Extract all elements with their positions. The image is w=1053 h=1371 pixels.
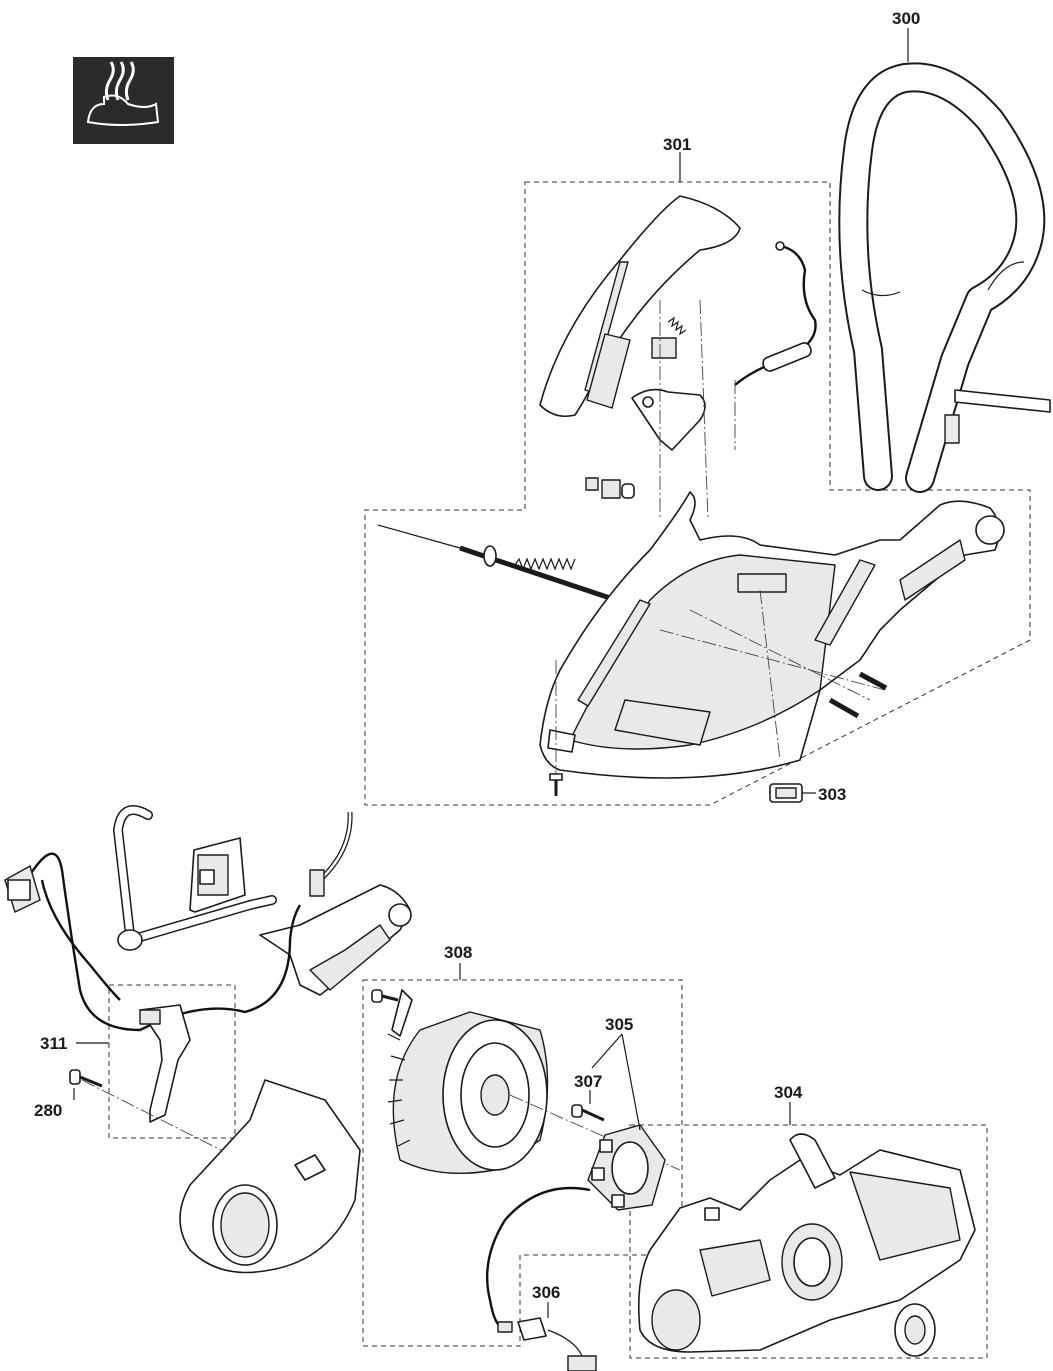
adjuster-screw xyxy=(585,477,635,499)
group-311-boundary xyxy=(108,984,236,1139)
callout-311: 311 xyxy=(40,1034,67,1053)
front-handle-bar xyxy=(838,62,1051,493)
heater-wire xyxy=(734,241,817,386)
stop-switch-lever xyxy=(139,1004,191,1123)
screw-307 xyxy=(571,1104,605,1122)
callout-280: 280 xyxy=(34,1101,62,1120)
throttle-rod xyxy=(377,524,611,601)
callout-300: 300 xyxy=(892,9,920,28)
crankcase xyxy=(637,1133,976,1353)
throttle-spring xyxy=(651,316,687,359)
callout-306: 306 xyxy=(532,1283,560,1302)
ignition-module xyxy=(587,1124,666,1211)
callout-307: 307 xyxy=(574,1072,602,1091)
crankcase-partial xyxy=(179,1079,361,1274)
screw-280 xyxy=(69,1069,103,1088)
connector xyxy=(497,1317,597,1371)
rear-handle-housing xyxy=(539,491,1005,779)
group-308-boundary xyxy=(362,979,683,1347)
callout-303: 303 xyxy=(818,785,846,804)
switch-button xyxy=(769,783,803,803)
group-301-boundary xyxy=(364,181,1031,806)
callout-305: 305 xyxy=(605,1015,633,1034)
flywheel-key xyxy=(371,989,413,1037)
crankshaft-bearing xyxy=(894,1303,936,1357)
callout-304: 304 xyxy=(774,1083,803,1102)
ignition-cable xyxy=(485,1186,591,1327)
flywheel xyxy=(387,1011,549,1174)
handle-frame-assembly xyxy=(112,805,412,996)
wiring-harness xyxy=(4,852,302,1032)
throttle-trigger xyxy=(631,388,706,451)
callout-308: 308 xyxy=(444,943,472,962)
group-304-boundary xyxy=(629,1124,988,1359)
pin xyxy=(828,671,888,719)
leader-305 xyxy=(591,1033,641,1131)
housing-screw xyxy=(549,773,563,796)
handle-cover xyxy=(539,195,741,418)
callout-301: 301 xyxy=(663,135,691,154)
heated-handle-icon xyxy=(73,57,174,144)
